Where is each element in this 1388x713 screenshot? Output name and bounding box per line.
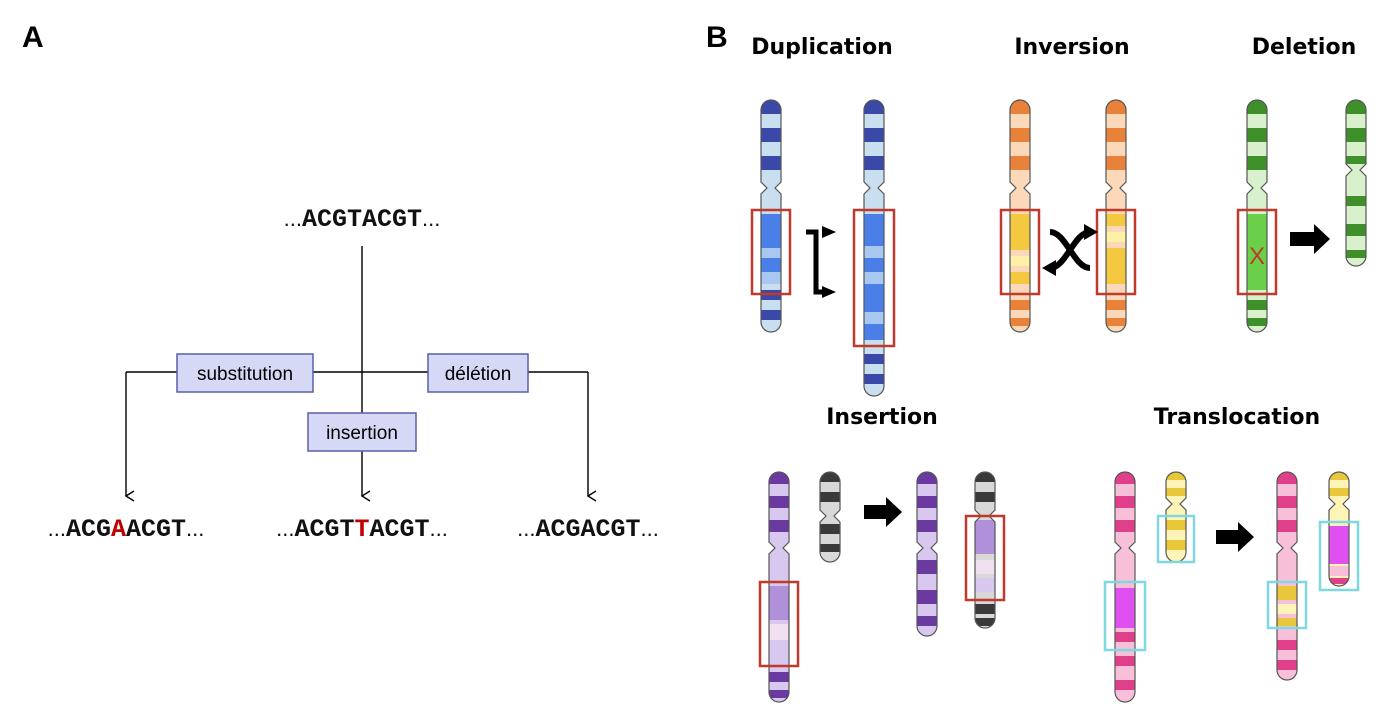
translocation-box-a-after	[1266, 580, 1308, 630]
insertion-box-donor	[964, 514, 1006, 602]
arrows	[806, 224, 1330, 552]
duplication-box-after	[852, 208, 896, 348]
substitution-box: substitution	[176, 353, 314, 393]
translocation-box-a-before	[1103, 580, 1147, 652]
inversion-box-before	[999, 208, 1041, 296]
deletion-chrom-before	[1246, 99, 1268, 333]
inversion-chrom-after	[1105, 99, 1127, 333]
original-sequence: ...ACGTACGT...	[284, 205, 441, 234]
translocation-chrom-a-after	[1276, 471, 1298, 681]
translocation-chrom-b-before	[1165, 471, 1187, 563]
deletion-title: Deletion	[1252, 35, 1356, 60]
insertion-chrom-recipient-after	[916, 471, 938, 637]
panel-b: B Duplication Inversion Deletion Inserti…	[706, 21, 1367, 703]
duplication-chrom-after	[863, 99, 885, 397]
insertion-chrom-donor-after	[974, 471, 996, 629]
highlight-boxes	[750, 208, 1360, 668]
duplication-arrow	[806, 226, 836, 298]
translocation-arrow	[1216, 522, 1254, 552]
substitution-label: substitution	[197, 364, 293, 385]
duplication-box-before	[750, 208, 792, 296]
inversion-box-after	[1095, 208, 1137, 296]
panel-a: A ...ACGTACGT... substitution délétion i…	[22, 21, 659, 544]
insertion-chrom-recipient	[768, 471, 790, 703]
deletion-arrow	[1290, 224, 1330, 254]
insertion-arrow	[864, 497, 902, 527]
inversion-arrow	[1042, 224, 1098, 276]
deletion-label: délétion	[445, 364, 512, 385]
deletion-result: ...ACGACGT...	[517, 515, 659, 544]
insertion-box-recipient	[758, 580, 800, 668]
insertion-chrom-donor	[819, 471, 841, 563]
deletion-box	[1236, 208, 1278, 296]
duplication-title: Duplication	[751, 35, 892, 60]
translocation-title: Translocation	[1154, 405, 1320, 430]
chromosome-group	[760, 99, 1367, 703]
deletion-x-mark: X	[1249, 243, 1265, 270]
translocation-box-b-before	[1156, 514, 1196, 564]
deletion-box: délétion	[427, 353, 529, 393]
translocation-chrom-a-before	[1114, 471, 1136, 703]
insertion-result: ...ACGTTACGT...	[276, 515, 448, 544]
translocation-box-b-after	[1318, 520, 1360, 592]
panel-b-label: B	[706, 21, 728, 54]
insertion-box: insertion	[307, 412, 417, 452]
panel-a-label: A	[22, 21, 44, 54]
insertion-title: Insertion	[826, 405, 938, 430]
inversion-title: Inversion	[1014, 35, 1129, 60]
deletion-chrom-after	[1345, 99, 1367, 267]
substitution-result: ...ACGAACGT...	[48, 515, 205, 544]
duplication-chrom-before	[760, 99, 782, 333]
translocation-chrom-b-after	[1328, 471, 1350, 587]
insertion-label: insertion	[326, 423, 398, 444]
inversion-chrom-before	[1009, 99, 1031, 333]
